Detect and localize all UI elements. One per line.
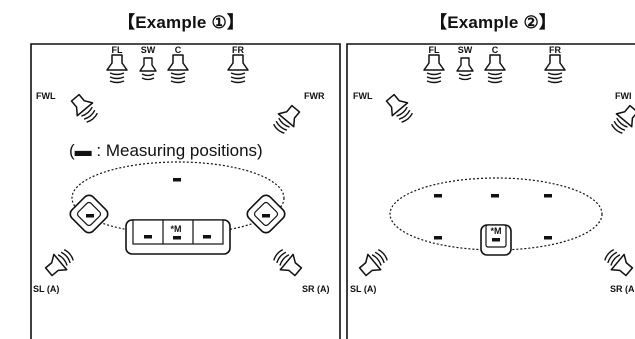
- speaker-c-icon-2: [484, 54, 506, 84]
- speaker-sl-label: SL (A): [33, 284, 59, 294]
- speaker-fl-icon-2: [423, 54, 445, 84]
- speaker-sw-label-2: SW: [458, 45, 473, 55]
- speaker-sr-label: SR (A): [302, 284, 330, 294]
- speaker-fwl-icon-2: [381, 90, 417, 127]
- speaker-c-icon: [167, 54, 189, 84]
- speaker-fl-label: FL: [112, 45, 123, 55]
- example-2-title: 【Example ②】: [430, 13, 557, 32]
- speaker-sl-icon: [41, 245, 78, 281]
- speaker-sw-label: SW: [141, 45, 156, 55]
- example-1-room: [30, 43, 341, 339]
- speaker-fr-icon: [227, 54, 249, 84]
- main-listening-position-1: *M: [171, 224, 182, 234]
- speaker-sw-icon: [139, 57, 157, 81]
- speaker-fwl-label-2: FWL: [353, 91, 373, 101]
- main-listening-position-2: *M: [491, 226, 502, 236]
- speaker-fwr-label-2: FWI: [615, 91, 632, 101]
- example-1-title: 【Example ①】: [118, 13, 245, 32]
- speaker-sl-icon-2: [355, 245, 392, 281]
- speaker-fr-label: FR: [232, 45, 244, 55]
- listening-area-2: [389, 177, 603, 251]
- measuring-position-marks-1: [86, 178, 270, 239]
- measuring-positions-legend: (▬ : Measuring positions): [69, 141, 263, 160]
- main-position-mark-1: [173, 236, 181, 240]
- speaker-fwl-icon: [66, 90, 102, 127]
- speaker-fl-icon: [106, 54, 128, 84]
- speaker-c-label-2: C: [492, 45, 499, 55]
- listening-area: [71, 161, 285, 235]
- speaker-sw-icon-2: [456, 57, 474, 81]
- speaker-fwr-icon: [269, 101, 305, 138]
- measuring-position-marks-2: [434, 194, 552, 240]
- main-position-mark-2: [492, 238, 500, 242]
- speaker-fl-label-2: FL: [429, 45, 440, 55]
- speaker-sr-icon: [269, 245, 306, 281]
- speaker-fr-icon-2: [544, 54, 566, 84]
- speaker-sl-label-2: SL (A): [350, 284, 376, 294]
- speaker-fwl-label: FWL: [36, 91, 56, 101]
- speaker-fwr-label: FWR: [304, 91, 325, 101]
- speaker-fr-label-2: FR: [549, 45, 561, 55]
- speaker-c-label: C: [175, 45, 182, 55]
- speaker-fwr-icon-2: [607, 101, 635, 138]
- speaker-sr-icon-2: [600, 245, 635, 281]
- example-2-room: [346, 43, 635, 339]
- speaker-sr-label-2: SR (A: [610, 284, 635, 294]
